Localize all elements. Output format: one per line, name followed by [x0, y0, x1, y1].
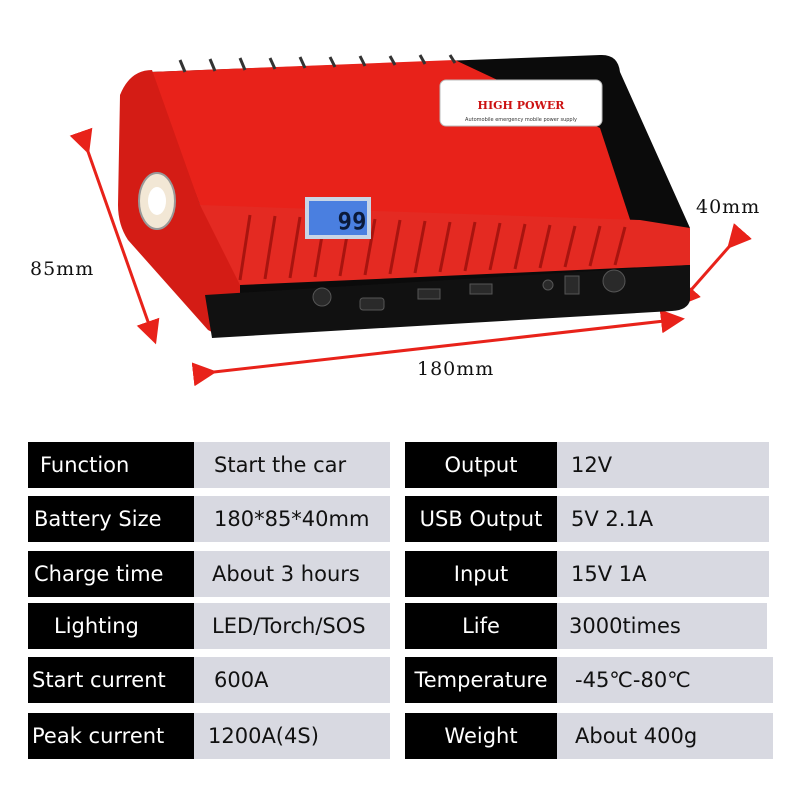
- spec-value: 5V 2.1A: [557, 496, 769, 542]
- length-dimension-label: 180mm: [417, 358, 495, 380]
- svg-text:HIGH POWER: HIGH POWER: [478, 99, 566, 112]
- spec-label: Life: [405, 603, 557, 649]
- spec-value: 15V 1A: [557, 551, 769, 597]
- spec-label: Function: [28, 442, 194, 488]
- spec-row-battery-size: Battery Size 180*85*40mm: [28, 496, 390, 542]
- spec-label: USB Output: [405, 496, 557, 542]
- spec-label: Battery Size: [28, 496, 194, 542]
- spec-value: About 3 hours: [194, 551, 390, 597]
- depth-dimension-label: 40mm: [696, 196, 761, 218]
- spec-row-weight: Weight About 400g: [405, 713, 773, 759]
- spec-value: LED/Torch/SOS: [194, 603, 390, 649]
- spec-row-input: Input 15V 1A: [405, 551, 769, 597]
- spec-row-charge-time: Charge time About 3 hours: [28, 551, 390, 597]
- depth-arrow: [676, 223, 752, 308]
- spec-value: Start the car: [194, 442, 390, 488]
- spec-row-start-current: Start current 600A: [28, 657, 390, 703]
- height-arrow: [69, 127, 160, 345]
- spec-value: -45℃-80℃: [557, 657, 773, 703]
- spec-value: 180*85*40mm: [194, 496, 390, 542]
- spec-row-temperature: Temperature -45℃-80℃: [405, 657, 773, 703]
- spec-label: Temperature: [405, 657, 557, 703]
- length-arrow: [191, 309, 685, 387]
- spec-label: Lighting: [28, 603, 194, 649]
- spec-row-lighting: Lighting LED/Torch/SOS: [28, 603, 390, 649]
- spec-label: Input: [405, 551, 557, 597]
- spec-row-usb-output: USB Output 5V 2.1A: [405, 496, 769, 542]
- height-dimension-label: 85mm: [30, 258, 95, 280]
- spec-row-function: Function Start the car: [28, 442, 390, 488]
- power-button: [359, 297, 385, 311]
- spec-value: 1200A(4S): [194, 713, 390, 759]
- spec-value: 3000times: [557, 603, 767, 649]
- svg-text:Automobile emergency mobile po: Automobile emergency mobile power supply: [465, 117, 577, 123]
- spec-label: Weight: [405, 713, 557, 759]
- spec-value: 12V: [557, 442, 769, 488]
- brand-plate: HIGH POWER Automobile emergency mobile p…: [439, 79, 603, 127]
- spec-value: 600A: [194, 657, 390, 703]
- jump-starter-device: 66 HIGH POWER Automobile emergency mobil…: [118, 54, 690, 338]
- spec-label: Charge time: [28, 551, 194, 597]
- eco-switch: [564, 275, 580, 295]
- product-illustration: 66 HIGH POWER Automobile emergency mobil…: [69, 54, 752, 387]
- boost-button: [602, 269, 626, 293]
- spec-value: About 400g: [557, 713, 773, 759]
- usb-port-1: [417, 288, 441, 300]
- svg-text:66: 66: [338, 206, 367, 234]
- usb-port-2: [469, 283, 493, 295]
- lcd-display: 66: [305, 197, 371, 239]
- spec-label: Output: [405, 442, 557, 488]
- spec-row-peak-current: Peak current 1200A(4S): [28, 713, 390, 759]
- spec-row-output: Output 12V: [405, 442, 769, 488]
- spec-label: Start current: [28, 657, 194, 703]
- input-port: [542, 279, 554, 291]
- spec-row-life: Life 3000times: [405, 603, 769, 649]
- spec-label: Peak current: [28, 713, 194, 759]
- dc-output-port: [312, 287, 332, 307]
